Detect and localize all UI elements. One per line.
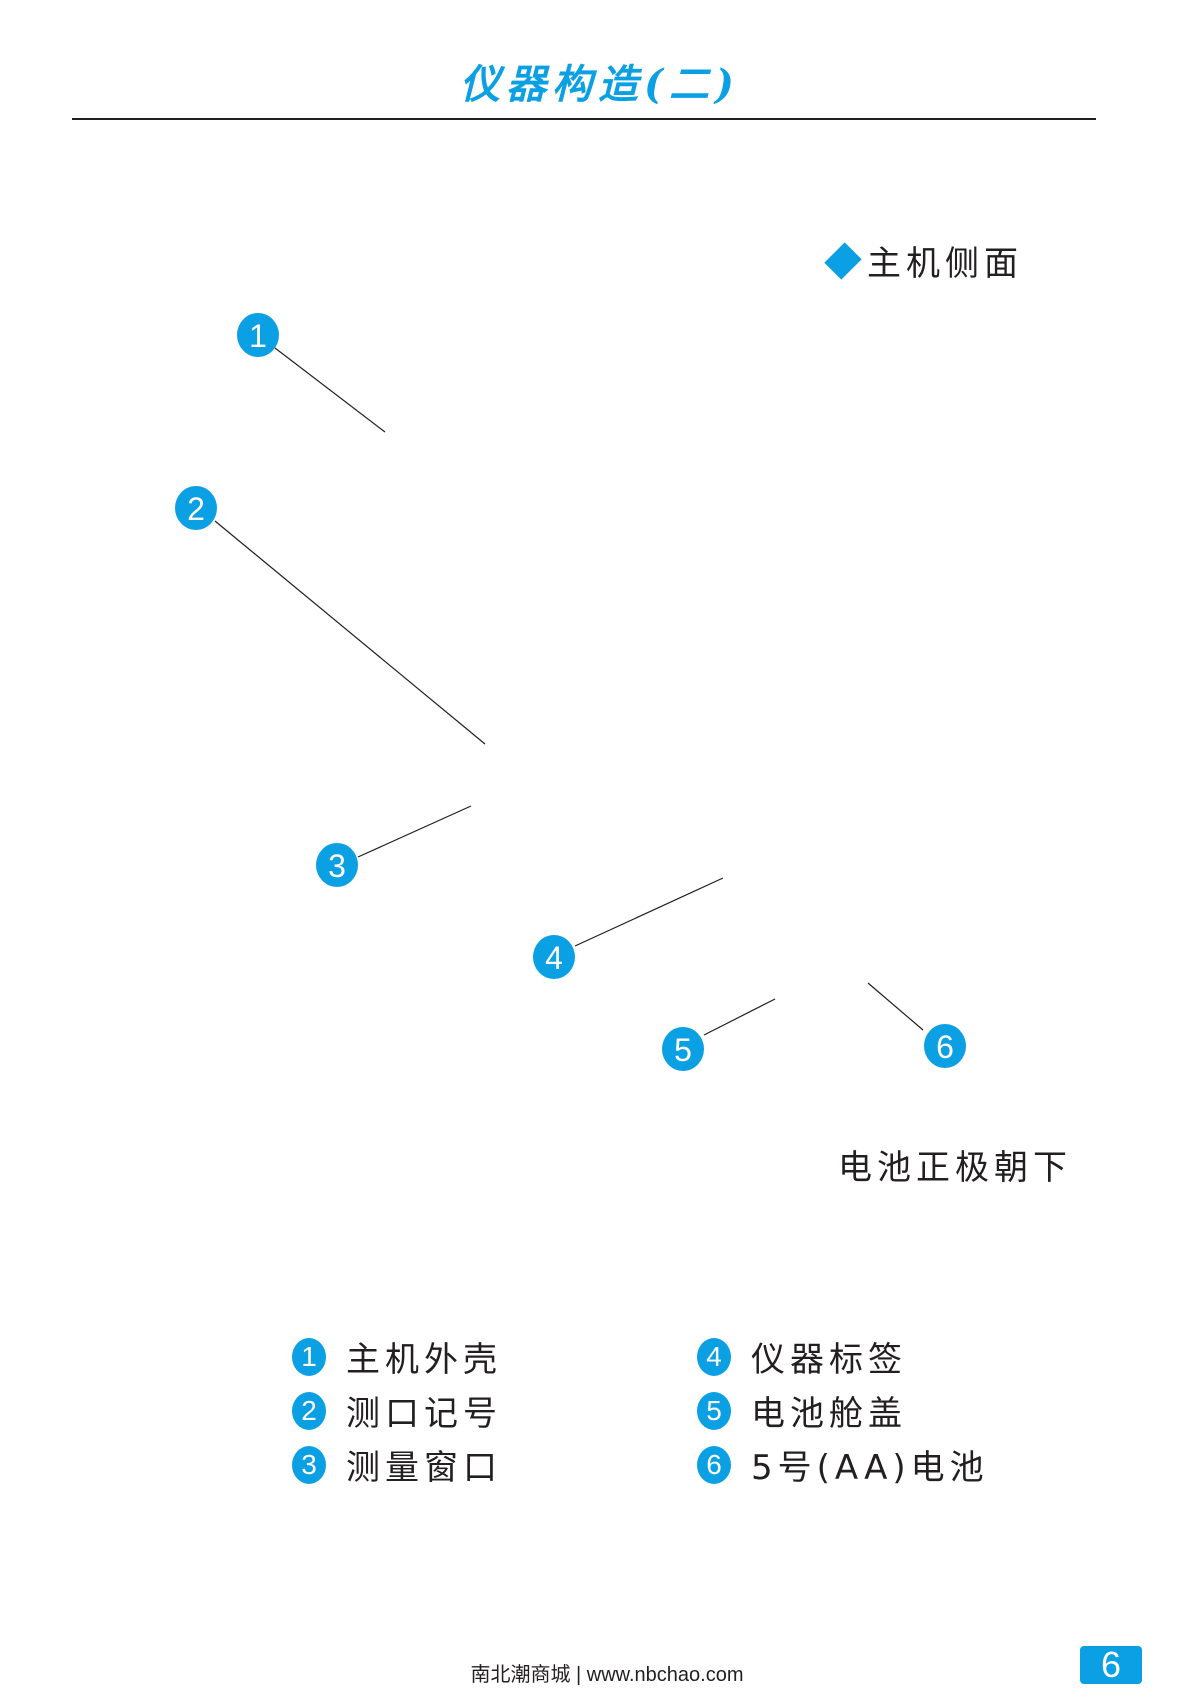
- callout-badge-3: [316, 843, 358, 887]
- leader-line-6: [867, 982, 924, 1031]
- legend-item: 4 仪器标签: [697, 1332, 907, 1381]
- legend-number-badge: 4: [697, 1337, 731, 1376]
- callout-badge-4: [533, 935, 575, 979]
- callout-number: 2: [187, 491, 205, 527]
- callout-number: 4: [545, 940, 563, 976]
- section-heading: 主机侧面: [824, 236, 1023, 285]
- legend-label: 电池舱盖: [751, 1394, 907, 1434]
- footer-text: 南北潮商城 | www.nbchao.com: [470, 1664, 744, 1686]
- callout-badge-5: [662, 1027, 704, 1071]
- callout-number: 3: [328, 848, 346, 884]
- leader-line-4: [574, 877, 724, 947]
- legend-number-badge: 5: [697, 1391, 731, 1430]
- leader-line-3: [357, 805, 472, 858]
- legend-item: 5 电池舱盖: [697, 1386, 907, 1435]
- legend-number-badge: 2: [292, 1391, 326, 1430]
- leader-line-2: [214, 520, 486, 745]
- battery-orientation-note: 电池正极朝下: [838, 1148, 1072, 1188]
- callout-badge-1: [237, 313, 279, 357]
- callout-number: 5: [674, 1032, 692, 1068]
- leader-line-1: [274, 347, 386, 433]
- section-heading-text: 主机侧面: [867, 244, 1023, 284]
- leader-line-5: [703, 998, 776, 1036]
- legend-label: 测口记号: [346, 1394, 502, 1434]
- legend-label: 仪器标签: [751, 1340, 907, 1380]
- legend-number-badge: 1: [292, 1337, 326, 1376]
- page-title: 仪器构造(二): [460, 61, 740, 108]
- legend-item: 2 测口记号: [292, 1386, 502, 1435]
- legend-item: 3 测量窗口: [292, 1440, 502, 1489]
- callout-number: 6: [936, 1029, 954, 1065]
- legend-item: 6 5号(AA)电池: [697, 1440, 989, 1489]
- callout-badge-2: [175, 486, 217, 530]
- page-number: 6: [1080, 1644, 1142, 1685]
- legend-number-badge: 3: [292, 1445, 326, 1484]
- callout-number: 1: [249, 318, 267, 354]
- legend-label: 测量窗口: [346, 1448, 502, 1488]
- legend-label: 5号(AA)电池: [751, 1448, 989, 1488]
- legend-label: 主机外壳: [346, 1340, 502, 1380]
- legend-item: 1 主机外壳: [292, 1332, 502, 1381]
- legend-number-badge: 6: [697, 1445, 731, 1484]
- title-divider: [72, 118, 1096, 120]
- callout-badge-6: [924, 1024, 966, 1068]
